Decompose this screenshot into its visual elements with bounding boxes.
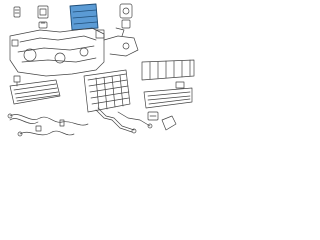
blower-motor[interactable] bbox=[119, 3, 133, 29]
heater-core[interactable] bbox=[9, 79, 61, 105]
bracket-bottom-right[interactable] bbox=[147, 111, 177, 131]
hose-assembly[interactable] bbox=[7, 113, 89, 137]
evaporator-core[interactable] bbox=[83, 69, 131, 113]
pipe-assembly[interactable] bbox=[95, 107, 153, 134]
cabin-air-filter[interactable] bbox=[141, 59, 195, 81]
parts-diagram bbox=[0, 0, 200, 147]
hvac-core-module[interactable] bbox=[69, 3, 99, 31]
radiator-core-right[interactable] bbox=[143, 81, 193, 109]
small-clip-top-left[interactable] bbox=[13, 6, 21, 18]
parts-diagram-svg bbox=[0, 0, 200, 147]
hvac-case-assembly[interactable] bbox=[9, 27, 139, 77]
small-bracket-top[interactable] bbox=[37, 5, 49, 29]
